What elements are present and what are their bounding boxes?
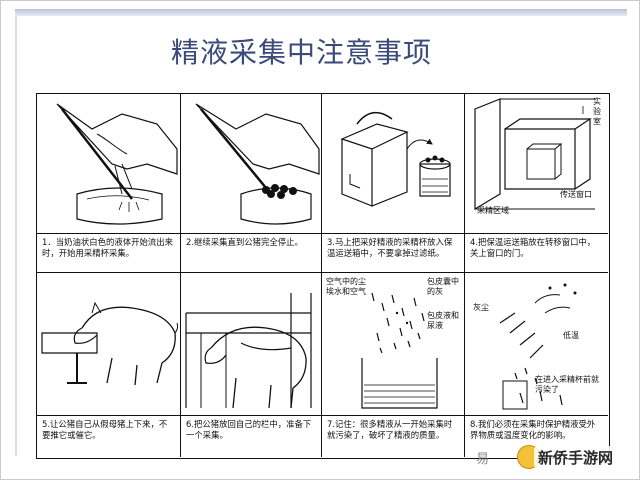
hand-collecting-full-illustration (195, 103, 320, 225)
protection-illustration (499, 283, 577, 410)
step-cell-1: 1．当奶油状白色的液体开始流出来时，开始用采精杯采集。 (37, 94, 181, 273)
label-transfer-window: 传送窗口 (560, 190, 592, 199)
step-cell-6: 6.把公猪放回自己的栏中，准备下一个采集。 (181, 273, 322, 457)
step-cell-2: 2.继续采集直到公猪完全停止。 (181, 94, 322, 273)
step-caption-3: 3.马上把采好精液的采精杯放入保温运送箱中，不要拿掉过滤纸。 (322, 233, 464, 272)
left-rule (15, 16, 17, 456)
steps-grid: 1．当奶油状白色的液体开始流出来时，开始用采精杯采集。 2.继续采集直到公猪完全… (36, 93, 610, 459)
page-title: 精液采集中注意事项 (171, 36, 433, 69)
step-cell-5: 5.让公猪自己从假母猪上下来，不要推它或催它。 (37, 273, 181, 457)
label-collection-area: 采精区域 (477, 206, 509, 215)
label-polluted: 在进入采精杯前就污染了 (535, 375, 599, 394)
step-cell-3: 3.马上把采好精液的采精杯放入保温运送箱中，不要拿掉过滤纸。 (322, 94, 465, 273)
step-caption-2: 2.继续采集直到公猪完全停止。 (181, 233, 321, 272)
step-cell-7: 空气中的尘埃水和空气 包皮囊中的灰 包皮液和尿液 7.记住：很多精液从一开始采集… (322, 273, 465, 457)
transfer-window-illustration (474, 98, 595, 211)
label-sheath-ash: 包皮囊中的灰 (427, 277, 459, 296)
cooler-box-illustration (340, 111, 451, 207)
boar-dismounting-illustration (41, 301, 179, 386)
contamination-sources-illustration (361, 292, 438, 409)
step-caption-1: 1．当奶油状白色的液体开始流出来时，开始用采精杯采集。 (37, 233, 180, 272)
step-cell-8: 灰尘 低温 在进入采精杯前就污染了 8.我们必须在采集时保护精液受外界物质或温度… (465, 273, 608, 457)
boar-pen-illustration (185, 293, 312, 409)
step-caption-5: 5.让公猪自己从假母猪上下来，不要推它或催它。 (37, 415, 180, 457)
hand-collecting-illustration (56, 103, 178, 225)
step-caption-4: 4.把保温运送箱放在转移窗口中，关上窗口的门。 (465, 233, 608, 272)
label-low-temp: 低温 (563, 331, 579, 340)
label-dust: 灰尘 (473, 303, 489, 312)
label-lab: 实验室 (593, 97, 601, 126)
watermark-mark: 易 (475, 452, 489, 467)
label-sheath-urine: 包皮液和尿液 (427, 311, 459, 330)
step-caption-7: 7.记住：很多精液从一开始采集时就污染了，破坏了精液的质量。 (322, 415, 464, 457)
label-dust-air: 空气中的尘埃水和空气 (326, 277, 366, 296)
step-cell-4: 实验室 传送窗口 采精区域 4.把保温运送箱放在转移窗口中，关上窗口的门。 (465, 94, 608, 273)
watermark-text: 新侨手游网 (533, 446, 617, 469)
step-caption-6: 6.把公猪放回自己的栏中，准备下一个采集。 (181, 415, 321, 457)
top-band (15, 9, 627, 16)
